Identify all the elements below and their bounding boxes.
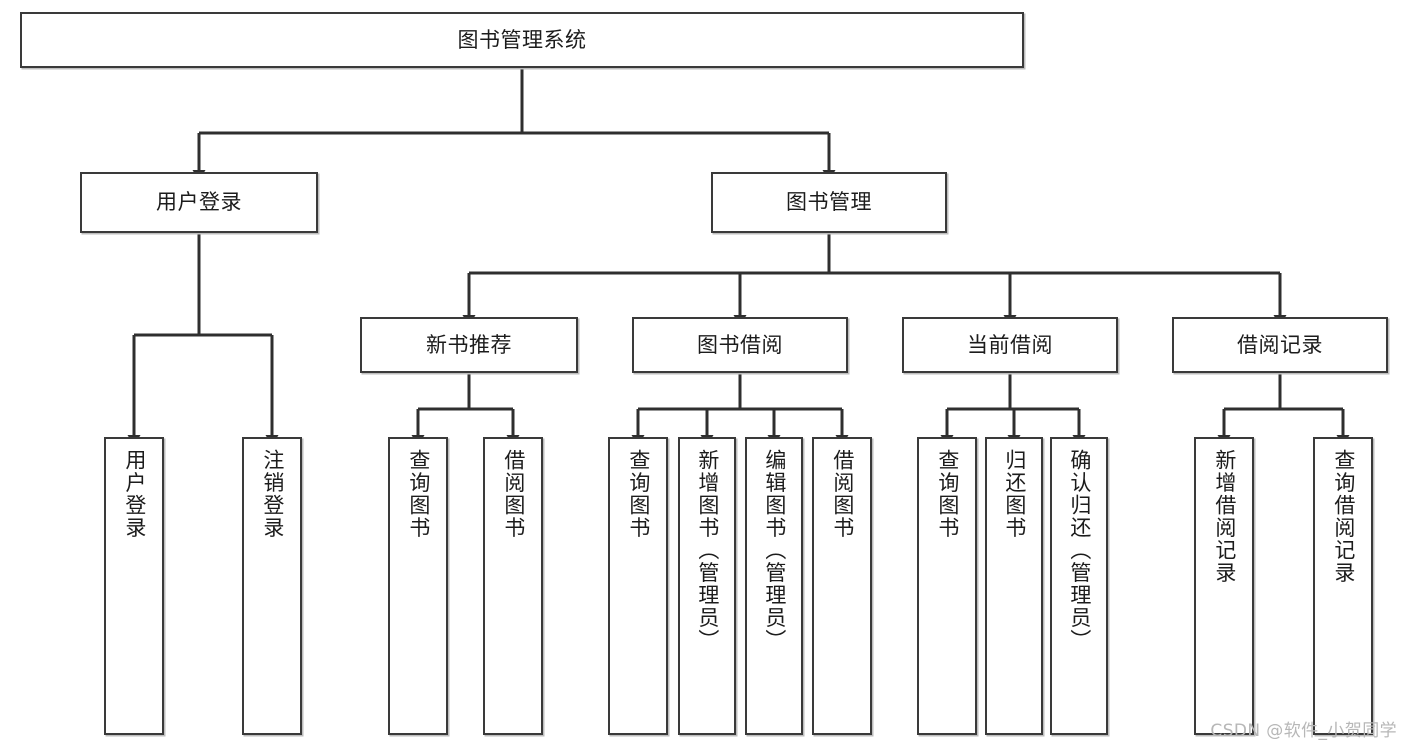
node-box-leaf4: 借阅图书: [483, 437, 543, 735]
node-label-leaf5: 查询图书: [626, 449, 651, 539]
node-label-leaf9: 查询图书: [935, 449, 960, 539]
node-box-leaf10: 归还图书: [985, 437, 1043, 735]
node-label-leaf7: 编辑图书（管理员）: [762, 449, 787, 652]
node-box-leaf6: 新增图书（管理员）: [678, 437, 736, 735]
node-label-current: 当前借阅: [967, 332, 1053, 357]
node-box-leaf9: 查询图书: [917, 437, 977, 735]
node-label-leaf3: 查询图书: [406, 449, 431, 539]
node-box-current: 当前借阅: [902, 317, 1118, 373]
node-box-bookmgmt: 图书管理: [711, 172, 947, 233]
node-box-leaf12: 新增借阅记录: [1194, 437, 1254, 735]
node-box-leaf8: 借阅图书: [812, 437, 872, 735]
node-label-leaf6: 新增图书（管理员）: [695, 449, 720, 652]
node-label-leaf2: 注销登录: [260, 449, 285, 539]
node-label-leaf8: 借阅图书: [830, 449, 855, 539]
node-box-leaf5: 查询图书: [608, 437, 668, 735]
node-box-borrow: 图书借阅: [632, 317, 848, 373]
node-box-root: 图书管理系统: [20, 12, 1024, 68]
node-box-leaf1: 用户登录: [104, 437, 164, 735]
node-label-bookmgmt: 图书管理: [786, 190, 872, 215]
node-label-leaf1: 用户登录: [122, 449, 147, 539]
node-label-login: 用户登录: [156, 190, 242, 215]
node-label-leaf10: 归还图书: [1002, 449, 1027, 539]
node-label-root: 图书管理系统: [457, 27, 587, 52]
node-box-newbook: 新书推荐: [360, 317, 578, 373]
node-box-leaf7: 编辑图书（管理员）: [745, 437, 803, 735]
node-box-records: 借阅记录: [1172, 317, 1388, 373]
node-box-leaf2: 注销登录: [242, 437, 302, 735]
node-label-newbook: 新书推荐: [426, 332, 512, 357]
node-label-leaf4: 借阅图书: [501, 449, 526, 539]
node-box-leaf3: 查询图书: [388, 437, 448, 735]
node-label-leaf13: 查询借阅记录: [1331, 449, 1356, 584]
node-box-leaf13: 查询借阅记录: [1313, 437, 1373, 735]
node-box-leaf11: 确认归还（管理员）: [1050, 437, 1108, 735]
node-box-login: 用户登录: [80, 172, 318, 233]
node-label-borrow: 图书借阅: [697, 332, 783, 357]
node-label-leaf12: 新增借阅记录: [1212, 449, 1237, 584]
node-label-records: 借阅记录: [1237, 332, 1323, 357]
node-label-leaf11: 确认归还（管理员）: [1067, 449, 1092, 652]
